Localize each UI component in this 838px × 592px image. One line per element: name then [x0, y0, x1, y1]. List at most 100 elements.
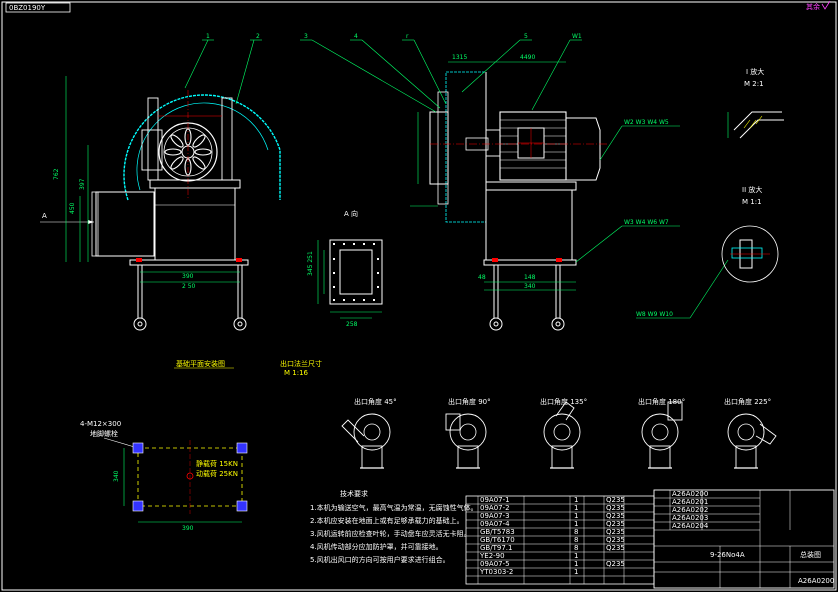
detail-ii-scale: M 1:1	[742, 198, 762, 206]
side-dim-b2: 148	[524, 274, 536, 281]
front-view: A 762 450 397 390 2 50 1 2	[40, 33, 281, 331]
side-dim-1: 1315	[452, 54, 467, 61]
balloon-5: 5	[524, 33, 528, 40]
section-scale: M 1:16	[284, 369, 309, 377]
detail-ii: II 放大 M 1:1	[721, 185, 779, 283]
bom-cell: Q235	[606, 560, 625, 568]
balloon-3: 3	[304, 33, 308, 40]
bom-cell: 09A07-2	[480, 504, 510, 512]
bolt-sublabel: 地脚螺栓	[90, 429, 118, 438]
bom-cell: GB/T97.1	[480, 544, 512, 552]
weld-label-2: W3 W4 W6 W7	[624, 219, 669, 226]
front-view-caption: 基础平面安装图	[176, 359, 225, 368]
dim-h2: 450	[69, 202, 76, 214]
bom-cell: 09A07-5	[480, 560, 510, 568]
bom-cell: 1	[574, 560, 578, 568]
weld-label-1: W2 W3 W4 W5	[624, 119, 669, 126]
bom-cell: 09A07-3	[480, 512, 510, 520]
balloon-w1: W1	[572, 33, 582, 40]
roughness-note: 其余	[806, 2, 820, 11]
bom-cell: 1	[574, 504, 578, 512]
foundation-dim-h: 390	[182, 525, 194, 532]
balloon-2: 2	[256, 33, 260, 40]
detail-i: I 放大 M 2:1	[727, 67, 784, 139]
bom-cell: Q235	[606, 512, 625, 520]
section-caption: 出口法兰尺寸	[280, 359, 322, 368]
bom-cell: 1	[574, 552, 578, 560]
bom-cell: 8	[574, 536, 578, 544]
roughness-symbol	[821, 0, 831, 10]
foundation-plan: 4-M12×300 地脚螺栓 静载荷 15KN 动载荷 25KN 390 340	[80, 420, 248, 532]
tech-req-title: 技术要求	[340, 489, 368, 498]
bom-cell: GB/T6170	[480, 536, 515, 544]
bom-cell: Q235	[606, 528, 625, 536]
bom-cell: 1	[574, 568, 578, 576]
dynamic-load: 动载荷 25KN	[196, 469, 238, 478]
corner-code: 0BZ0190Y	[9, 4, 46, 12]
bom-cell: YT0303-2	[479, 568, 513, 576]
title-model: 9-26No4A	[710, 551, 745, 559]
bom-cell: 8	[574, 544, 578, 552]
corner-code-box	[5, 2, 71, 13]
outlet-angle-180: 出口角度 180°	[638, 397, 685, 406]
bom-cell: Q235	[606, 544, 625, 552]
technical-requirements: 技术要求 1.本机为输送空气，最高气温为常温，无腐蚀性气体。 2.本机应安装在地…	[310, 489, 478, 564]
outlet-angle-45: 出口角度 45°	[354, 397, 397, 406]
detail-i-scale: M 2:1	[744, 80, 764, 88]
revision-cell: A26A0200	[672, 490, 708, 498]
revision-cell: A26A0202	[672, 506, 708, 514]
tech-req-3: 3.风机运转前应检查叶轮，手动盘车应灵活无卡阻。	[310, 529, 471, 538]
outlet-angle-views: 出口角度 45° 出口角度 90° 出口角度 135° 出口角度 180° 出口…	[341, 397, 777, 469]
section-dim-outer: 345 251	[307, 251, 314, 276]
tech-req-2: 2.本机应安装在地面上或有足够承载力的基础上。	[310, 516, 464, 525]
balloon-4: 4	[354, 33, 358, 40]
title-name: 总装图	[800, 550, 821, 559]
detail-i-title: I 放大	[746, 67, 764, 76]
dim-w1: 390	[182, 273, 194, 280]
side-dim-b3: 340	[524, 283, 536, 290]
balloon-r: r	[406, 33, 409, 40]
static-load: 静载荷 15KN	[196, 459, 238, 468]
bom-cell: Q235	[606, 504, 625, 512]
side-dim-2: 4490	[520, 54, 535, 61]
outlet-angle-225: 出口角度 225°	[724, 397, 771, 406]
bom-cell: Q235	[606, 520, 625, 528]
tech-req-4: 4.风机传动部分应加防护罩，并可靠接地。	[310, 542, 443, 551]
bom-cell: 1	[574, 520, 578, 528]
tech-req-1: 1.本机为输送空气，最高气温为常温，无腐蚀性气体。	[310, 503, 478, 512]
bom-cell: Q235	[606, 496, 625, 504]
bom-cell: 09A07-1	[480, 496, 510, 504]
section-dim-inner: 258	[346, 321, 358, 328]
bom-cell: YE2-90	[479, 552, 505, 560]
side-dim-b1: 48	[478, 274, 486, 281]
bom-cell: 09A07-4	[480, 520, 510, 528]
bom-cell: Q235	[606, 536, 625, 544]
balloon-1: 1	[206, 33, 210, 40]
foundation-dim-v: 340	[113, 470, 120, 482]
tech-req-5: 5.风机出风口的方向可按用户要求进行组合。	[310, 555, 450, 564]
detail-ii-title: II 放大	[742, 185, 762, 194]
section-a-view: A 向 345 251 258	[307, 209, 383, 328]
bom-cell: GB/T5783	[480, 528, 515, 536]
dim-h3: 397	[79, 178, 86, 190]
bom-cell: 8	[574, 528, 578, 536]
revision-cell: A26A0201	[672, 498, 708, 506]
revision-cell: A26A0204	[672, 522, 709, 530]
side-view: 1315 4490 48 148 340 3 4 r 5 W1 W2 W3 W4…	[300, 33, 729, 331]
bom-cell: 1	[574, 496, 578, 504]
weld-label-3: W8 W9 W10	[636, 311, 673, 318]
bom-cell: 1	[574, 512, 578, 520]
title-drawing-no: A26A0200	[798, 577, 834, 585]
outlet-angle-90: 出口角度 90°	[448, 397, 491, 406]
revision-cell: A26A0203	[672, 514, 708, 522]
dim-w2: 2 50	[182, 283, 196, 290]
view-a-arrow: A	[42, 212, 47, 220]
section-a-title: A 向	[344, 209, 358, 218]
dim-height: 762	[53, 168, 60, 180]
outlet-angle-135: 出口角度 135°	[540, 397, 587, 406]
bolt-label: 4-M12×300	[80, 420, 121, 428]
